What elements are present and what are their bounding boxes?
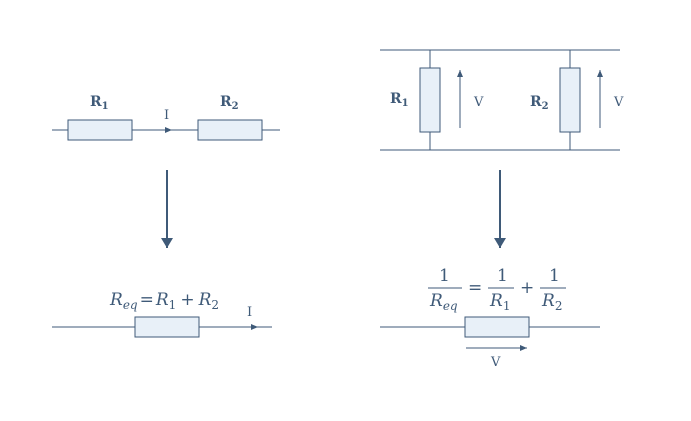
frac-r1-denominator: R1 [489,291,510,313]
series-label-r1: R1 [90,94,109,112]
parallel-equation: 1 Req = 1 R1 + 1 R2 [428,266,566,313]
series-label-r2: R2 [220,94,239,112]
equation-plus: + [520,278,534,298]
frac-r1-numerator: 1 [497,266,508,286]
series-circuit: R1 R2 I [52,94,280,141]
frac-eq-numerator: 1 [439,266,450,286]
frac-r2-numerator: 1 [549,266,560,286]
series-eq-resistor [134,316,200,338]
frac-r2-denominator: R2 [541,291,562,313]
series-label-current: I [164,108,169,123]
series-resistor-r1 [67,119,133,141]
parallel-label-v2: V [613,95,624,110]
parallel-circuit: R1 R2 V V [380,49,624,151]
series-equivalent: Req=R1+R2 I [52,290,272,338]
parallel-label-v1: V [473,95,484,110]
parallel-eq-resistor [464,316,530,338]
parallel-resistor-r2 [559,67,581,133]
parallel-label-r1: R1 [390,91,409,109]
frac-eq-denominator: Req [429,291,458,313]
parallel-equivalent: 1 Req = 1 R1 + 1 R2 V [380,266,600,370]
equation-equals: = [468,278,482,298]
series-eq-label-current: I [247,305,252,320]
parallel-eq-label-v: V [490,355,501,370]
parallel-resistor-r1 [419,67,441,133]
parallel-label-r2: R2 [530,94,549,112]
series-resistor-r2 [197,119,263,141]
series-equation: Req=R1+R2 [109,290,219,312]
